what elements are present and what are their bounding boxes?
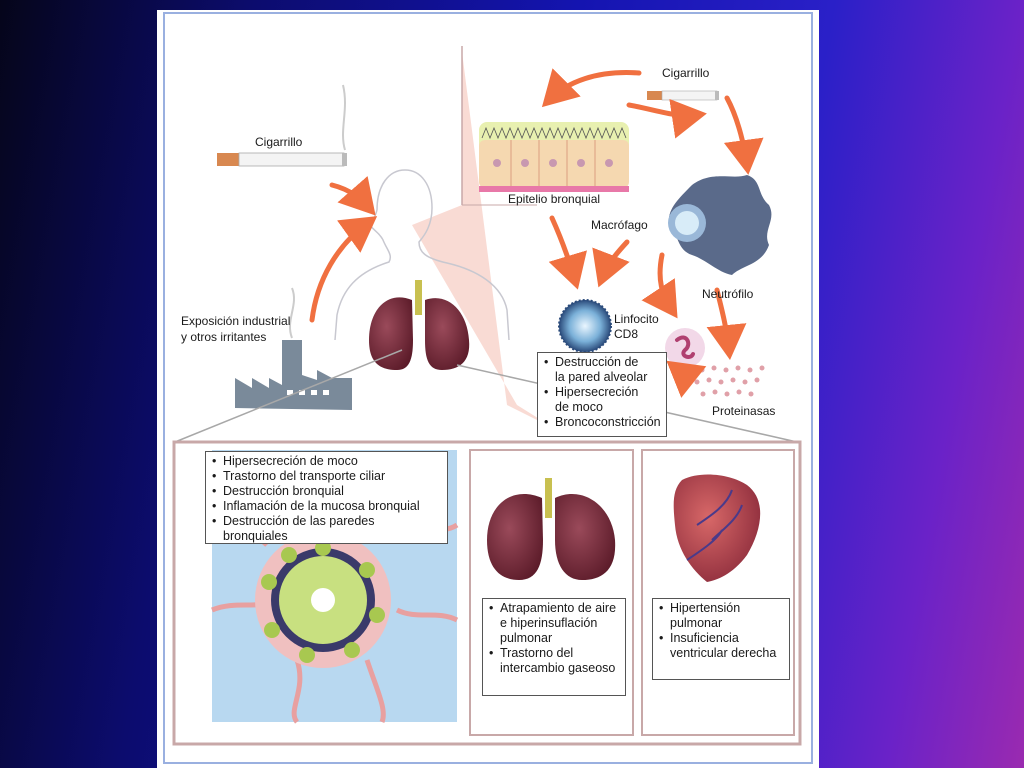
neutrophil-icon (665, 328, 705, 368)
label-bronchial-epithelium: Epitelio bronquial (508, 192, 601, 206)
macrophage-icon (668, 175, 772, 275)
diagram-frame (163, 12, 813, 764)
bronchial-item: Trastorno del transporte ciliar (212, 469, 441, 484)
label-lymphocyte-2: CD8 (614, 327, 639, 341)
lung-item: Trastorno del intercambio gaseoso (489, 646, 619, 676)
bronchial-item: Destrucción de las paredes bronquiales (212, 514, 441, 544)
lung-item: Atrapamiento de aire e hiperinsuflación … (489, 601, 619, 646)
effects-box: Destrucción de la pared alveolar Hiperse… (537, 352, 667, 437)
arrows (309, 68, 764, 398)
bronchial-effects-box: Hipersecreción de moco Trastorno del tra… (205, 451, 448, 544)
label-proteinases: Proteinasas (712, 404, 776, 418)
bottom-frame (172, 440, 802, 746)
panel-heart-frame (641, 449, 795, 736)
lung-effects-box: Atrapamiento de aire e hiperinsuflación … (482, 598, 626, 696)
heart-effects-box: Hipertensión pulmonar Insuficiencia vent… (652, 598, 790, 680)
lymphocyte-cd8-icon (558, 299, 612, 353)
label-industrial-1: Exposición industrial (181, 314, 291, 328)
upper-lungs (369, 280, 470, 370)
label-cigarette-left: Cigarrillo (255, 135, 303, 149)
heart-item: Insuficiencia ventricular derecha (659, 631, 783, 661)
lower-lungs-icon (487, 478, 616, 580)
effects-item: Destrucción de la pared alveolar (544, 355, 660, 385)
factory-icon (235, 287, 352, 410)
bronchial-item: Inflamación de la mucosa bronquial (212, 499, 441, 514)
pink-wedge (412, 52, 557, 430)
bronchial-epithelium-icon (479, 122, 629, 192)
panel-lungs-frame (469, 449, 634, 736)
heart-icon (673, 474, 761, 582)
cigarette-left-icon (217, 84, 347, 167)
label-industrial-2: y otros irritantes (181, 330, 267, 344)
label-neutrophil: Neutrófilo (702, 287, 754, 301)
zoom-line-left (174, 349, 403, 443)
bronchial-item: Destrucción bronquial (212, 484, 441, 499)
label-macrophage: Macrófago (591, 218, 648, 232)
heart-item: Hipertensión pulmonar (659, 601, 783, 631)
proteinase-dots (694, 365, 765, 397)
label-lymphocyte-1: Linfocito (614, 312, 659, 326)
effects-item: Broncoconstricción (544, 415, 661, 430)
bronchial-item: Hipersecreción de moco (212, 454, 441, 469)
label-cigarette-right: Cigarrillo (662, 66, 710, 80)
effects-item: Hipersecreción de moco (544, 385, 660, 415)
cigarette-right-icon (647, 90, 719, 101)
